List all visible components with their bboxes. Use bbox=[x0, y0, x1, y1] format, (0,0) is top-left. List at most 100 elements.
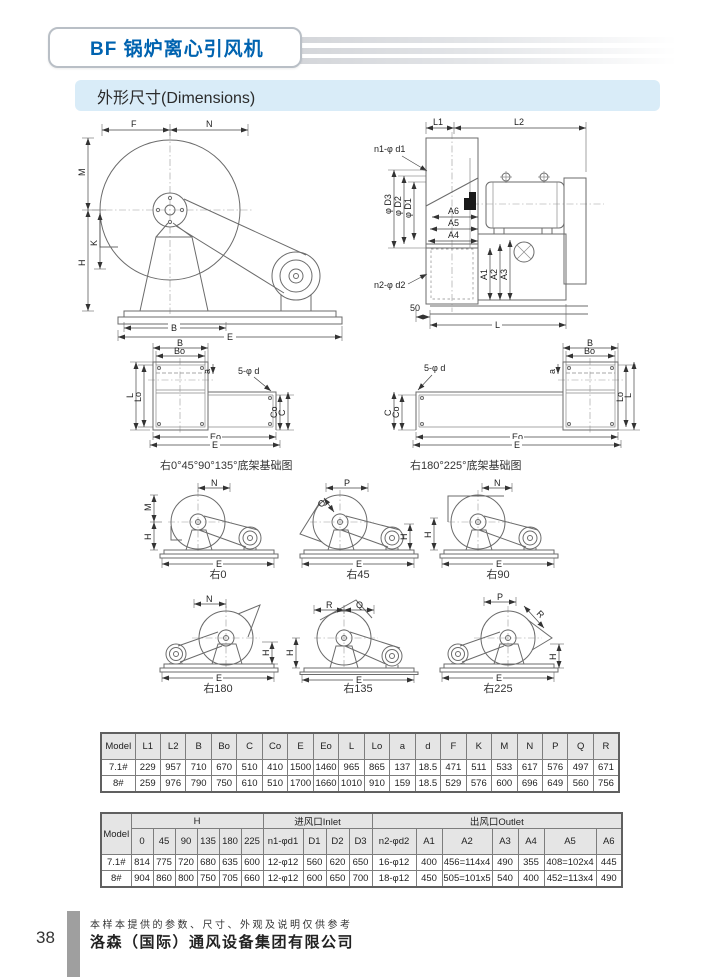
column-header: Eo bbox=[312, 732, 340, 760]
dim-label: A4 bbox=[448, 230, 459, 240]
table-cell: 505=101x5 bbox=[441, 870, 493, 888]
table-cell: 445 bbox=[595, 854, 623, 871]
table-cell: 660 bbox=[240, 870, 264, 888]
dim-label: E bbox=[356, 675, 362, 685]
column-header: A3 bbox=[491, 828, 519, 855]
base-frame-right-caption: 右180°225°底架基础图 bbox=[410, 460, 522, 472]
table-cell: 456=114x4 bbox=[441, 854, 493, 871]
footer-company: 洛森（国际）通风设备集团有限公司 bbox=[90, 934, 355, 951]
column-header: Bo bbox=[210, 732, 238, 760]
table-cell: 750 bbox=[210, 775, 238, 793]
table-cell: 355 bbox=[517, 854, 545, 871]
table-cell: 18.5 bbox=[414, 775, 442, 793]
table-cell: 1460 bbox=[312, 759, 340, 776]
table-cell: 8# bbox=[100, 775, 136, 793]
table-cell: 620 bbox=[325, 854, 350, 871]
table-cell: 650 bbox=[325, 870, 350, 888]
section-title-bar: 外形尺寸(Dimensions) bbox=[75, 80, 660, 111]
dim-label: A2 bbox=[489, 269, 499, 280]
dim-label: F bbox=[131, 119, 137, 129]
orientation-right0-diagram: N M H E bbox=[143, 478, 279, 569]
dim-label: a bbox=[202, 369, 212, 374]
column-header: A6 bbox=[595, 828, 623, 855]
table-cell: 576 bbox=[541, 759, 569, 776]
dim-label: H bbox=[77, 260, 87, 267]
column-header: K bbox=[465, 732, 493, 760]
dim-label: L bbox=[495, 320, 500, 330]
table-cell: 965 bbox=[338, 759, 365, 776]
column-header: A4 bbox=[517, 828, 545, 855]
dim-label: φ D1 bbox=[403, 198, 413, 218]
column-header: 225 bbox=[240, 828, 264, 855]
dim-label: n2-φ d2 bbox=[374, 280, 405, 290]
page-number: 38 bbox=[36, 928, 55, 947]
table-cell: 560 bbox=[302, 854, 327, 871]
dim-label: n1-φ d1 bbox=[374, 144, 405, 154]
table-cell: 705 bbox=[218, 870, 242, 888]
table-cell: 533 bbox=[491, 759, 518, 776]
table-cell: 471 bbox=[440, 759, 467, 776]
dim-label: Co bbox=[391, 406, 401, 418]
dim-label: E bbox=[496, 559, 502, 569]
dim-label: 5-φ d bbox=[238, 366, 259, 376]
table-cell: 790 bbox=[185, 775, 212, 793]
dim-label: L bbox=[125, 393, 135, 398]
fan-side-view-diagram: F N M H K B E bbox=[77, 119, 343, 342]
table-cell: 259 bbox=[134, 775, 161, 793]
dim-label: E bbox=[227, 332, 233, 342]
header-stripe bbox=[290, 58, 720, 64]
column-header: E bbox=[287, 732, 314, 760]
dim-label: N bbox=[206, 594, 213, 604]
dim-label: E bbox=[212, 440, 218, 450]
dim-label: C bbox=[383, 409, 393, 416]
column-header: 135 bbox=[196, 828, 220, 855]
table-cell: 1500 bbox=[287, 759, 314, 776]
dim-label: E bbox=[216, 673, 222, 683]
column-header: H bbox=[130, 812, 264, 829]
dim-label: φ D3 bbox=[383, 194, 393, 214]
dim-label: Lo bbox=[615, 392, 625, 402]
column-header: R bbox=[592, 732, 620, 760]
dim-label: N bbox=[211, 478, 218, 488]
dim-label: 50 bbox=[410, 303, 420, 313]
column-header: D1 bbox=[302, 828, 327, 855]
column-header: n2-φd2 bbox=[371, 828, 417, 855]
base-frame-right-body bbox=[415, 361, 619, 431]
table-cell: 576 bbox=[465, 775, 493, 793]
column-header: Model bbox=[100, 732, 136, 760]
dim-label: B bbox=[587, 338, 593, 348]
base-frame-left-diagram: B Bo L Lo a 5-φ d Co C Eo E bbox=[125, 338, 294, 450]
dim-label: Lo bbox=[133, 392, 143, 402]
column-header: A5 bbox=[543, 828, 597, 855]
table-cell: 490 bbox=[595, 870, 623, 888]
table-cell: 600 bbox=[491, 775, 518, 793]
dim-label: Q bbox=[315, 498, 327, 509]
column-header: P bbox=[541, 732, 569, 760]
dim-label: L2 bbox=[514, 117, 524, 127]
column-header: F bbox=[440, 732, 467, 760]
table-cell: 511 bbox=[465, 759, 493, 776]
column-header: Co bbox=[261, 732, 289, 760]
table-cell: 452=113x4 bbox=[543, 870, 597, 888]
page-header: BF 锅炉离心引风机 bbox=[48, 27, 302, 68]
table-cell: 400 bbox=[415, 854, 443, 871]
column-header: L1 bbox=[134, 732, 161, 760]
base-frame-right-diagram: B Bo 5-φ d a C Co Lo L Eo E bbox=[383, 338, 640, 450]
column-header: C bbox=[236, 732, 263, 760]
orientation-caption: 右90 bbox=[486, 569, 510, 581]
orientation-caption: 右180 bbox=[203, 683, 233, 695]
dim-label: B bbox=[177, 338, 183, 348]
header-stripe bbox=[290, 48, 720, 54]
column-header: N bbox=[516, 732, 544, 760]
orientation-caption: 右0 bbox=[209, 569, 227, 581]
table-cell: 635 bbox=[218, 854, 242, 871]
footer-note: 本样本提供的参数、尺寸、外观及说明仅供参考 bbox=[90, 920, 353, 931]
table-cell: 408=102x4 bbox=[543, 854, 597, 871]
dim-label: C bbox=[277, 409, 287, 416]
table-cell: 8# bbox=[100, 870, 132, 888]
table-cell: 7.1# bbox=[100, 854, 132, 871]
dim-label: N bbox=[206, 119, 213, 129]
table-cell: 510 bbox=[236, 759, 263, 776]
